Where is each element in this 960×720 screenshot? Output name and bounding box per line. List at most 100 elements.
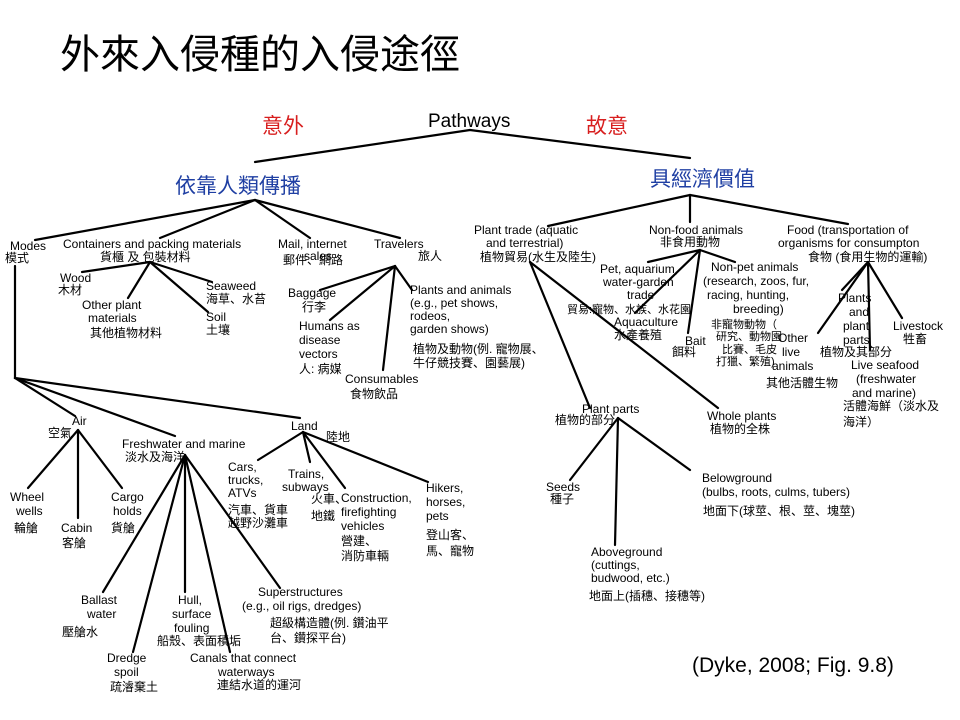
cargo-line-1: Cargo bbox=[111, 490, 144, 504]
edge-air-cargo bbox=[76, 428, 124, 490]
super-line-2: (e.g., oil rigs, dredges) bbox=[242, 599, 361, 613]
belowground-label-2: (bulbs, roots, culms, tubers) bbox=[702, 485, 850, 499]
wheel-wells-zh: 輪艙 bbox=[14, 520, 38, 535]
pet-line-2: water-garden bbox=[602, 275, 674, 289]
humans-zh: 人: 病媒 bbox=[299, 361, 342, 376]
intentional-label: 故意 bbox=[586, 115, 628, 138]
edge-trav-humans bbox=[328, 264, 397, 322]
food-plants-line-1: Plants bbox=[838, 291, 871, 305]
containers-zh: 貨櫃 及 包裝材料 bbox=[100, 249, 191, 264]
accidental-label: 意外 bbox=[262, 115, 304, 138]
wheel-line-2: wells bbox=[15, 504, 43, 518]
nonfood-zh: 非食用動物 bbox=[660, 234, 720, 249]
edge-acc-containers bbox=[158, 198, 257, 240]
cars-zh-1: 汽車、貨車 bbox=[228, 502, 288, 517]
seafood-line-3: and marine) bbox=[852, 386, 916, 400]
containers-label: Containers and packing materials bbox=[63, 237, 241, 251]
plants-animals-line-2: (e.g., pet shows, bbox=[410, 296, 498, 310]
superstructures-zh-2: 台、鑽探平台) bbox=[270, 630, 346, 645]
canals-line-1: Canals that connect bbox=[190, 651, 297, 665]
cargo-line-2: holds bbox=[113, 504, 142, 518]
edge-acc-travelers bbox=[253, 198, 402, 240]
dredge-line-1: Dredge bbox=[107, 651, 147, 665]
seafood-line-1: Live seafood bbox=[851, 358, 919, 372]
consumables-label: Consumables bbox=[345, 372, 418, 386]
aquaculture-label: Aquaculture bbox=[614, 315, 678, 329]
nonpet-zh-3: 比賽、毛皮 bbox=[722, 342, 777, 356]
nonpet-line-3: racing, hunting, bbox=[707, 288, 789, 302]
edge-parts-below bbox=[616, 416, 692, 472]
connector-lines bbox=[13, 128, 904, 654]
edge-nf-nonpet bbox=[698, 248, 737, 264]
seaweed-label: Seaweed bbox=[206, 279, 256, 293]
hull-line-2: surface bbox=[172, 607, 212, 621]
edge-trade-parts bbox=[528, 260, 592, 410]
edge-trav-plants bbox=[393, 264, 414, 292]
hikers-zh-2: 馬、寵物 bbox=[426, 543, 474, 558]
plant-trade-label: Plant trade (aquatic bbox=[474, 223, 578, 237]
edge-mar-ballast bbox=[101, 453, 187, 594]
seafood-line-2: (freshwater bbox=[856, 372, 916, 386]
diagram-labels: Pathways 意外 故意 依靠人類傳播 具經濟價值 Modes 模式 Con… bbox=[5, 111, 944, 694]
hikers-line-1: Hikers, bbox=[426, 481, 463, 495]
aquaculture-zh: 水產養殖 bbox=[614, 327, 662, 342]
edge-cont-other bbox=[126, 260, 152, 300]
nonpet-zh-2: 研究、動物園 bbox=[716, 329, 782, 343]
hikers-label: Hikers,horses,pets bbox=[426, 481, 465, 523]
aboveground-zh: 地面上(插穗、接穗等) bbox=[589, 588, 705, 603]
nonpet-zh-4: 打獵、繁殖) bbox=[716, 354, 775, 368]
seafood-zh-2: 海洋） bbox=[843, 414, 879, 429]
land-label: Land bbox=[291, 419, 318, 433]
edge-root-right bbox=[468, 128, 692, 160]
edge-cont-wood bbox=[80, 260, 152, 274]
plant-parts-label: Plant parts bbox=[582, 402, 639, 416]
edge-parts-above bbox=[613, 416, 620, 547]
belowground-label: Belowground bbox=[702, 471, 772, 485]
ballast-zh: 壓艙水 bbox=[62, 624, 98, 639]
root-label: Pathways bbox=[428, 111, 510, 132]
wood-label: Wood bbox=[60, 271, 91, 285]
ballast-line-2: water bbox=[86, 607, 116, 621]
edge-air-wheel bbox=[26, 428, 80, 490]
edge-mar-super bbox=[183, 453, 282, 590]
edge-root-left bbox=[253, 128, 472, 164]
wheel-line-1: Wheel bbox=[10, 490, 44, 504]
dredge-line-2: spoil bbox=[114, 665, 139, 679]
other-plant-zh: 其他植物材料 bbox=[90, 325, 162, 340]
trains-zh-2: 地鐵 bbox=[311, 508, 335, 523]
citation: (Dyke, 2008; Fig. 9.8) bbox=[692, 654, 894, 677]
nonpet-line-2: (research, zoos, fur, bbox=[703, 274, 809, 288]
nonpet-zh: 非寵物動物（研究、動物園比賽、毛皮打獵、繁殖) bbox=[711, 317, 782, 368]
modes-zh: 模式 bbox=[5, 251, 29, 265]
food-zh: 食物 (食用生物的運輸) bbox=[808, 249, 927, 264]
other-plant-label: Other plant bbox=[82, 298, 142, 312]
whole-plants-zh: 植物的全株 bbox=[710, 421, 770, 436]
cars-zh-2: 越野沙灘車 bbox=[228, 516, 288, 530]
other-animals-line-3: animals bbox=[772, 359, 813, 373]
super-line-1: Superstructures bbox=[258, 585, 343, 599]
edge-parts-seeds bbox=[568, 416, 620, 482]
food-plants-zh: 植物及其部分 bbox=[820, 344, 892, 359]
above-line-3: budwood, etc.) bbox=[591, 571, 670, 585]
human-dispersal-label: 依靠人類傳播 bbox=[175, 175, 301, 198]
trains-line-1: Trains, bbox=[288, 467, 324, 481]
plants-animals-line-3: rodeos, bbox=[410, 309, 450, 323]
cars-line-2: trucks, bbox=[228, 473, 263, 487]
other-plant-label-2: materials bbox=[88, 311, 137, 325]
above-line-1: Aboveground bbox=[591, 545, 662, 559]
canals-line-2: waterways bbox=[217, 665, 275, 679]
hikers-line-3: pets bbox=[426, 509, 449, 523]
edge-int-plant-trade bbox=[546, 193, 692, 228]
mail-label: Mail, internet bbox=[278, 237, 347, 251]
food-plants-line-4: parts bbox=[843, 333, 870, 347]
edge-acc-modes bbox=[33, 198, 257, 242]
seafood-zh-1: 活體海鮮（淡水及 bbox=[843, 398, 939, 413]
